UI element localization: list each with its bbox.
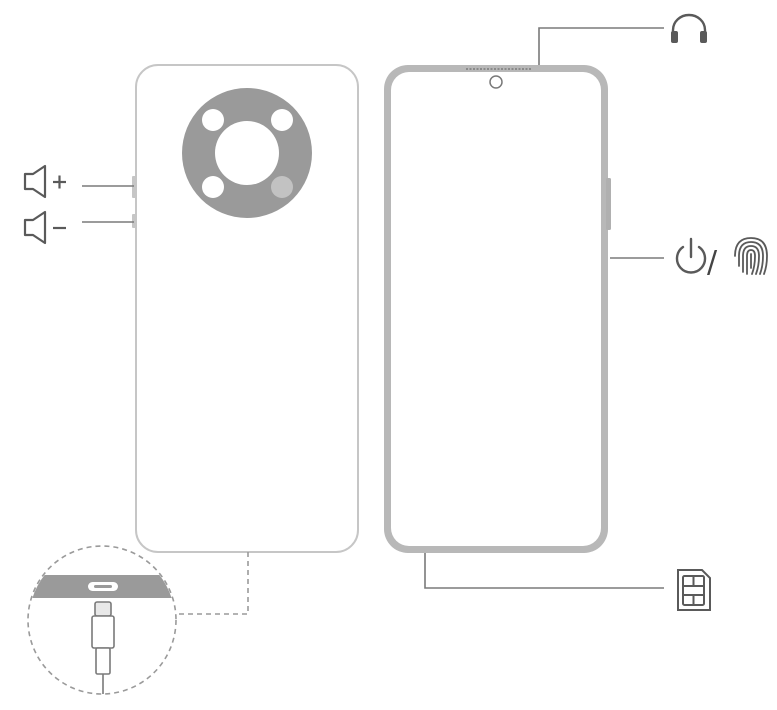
phone-front (384, 65, 611, 553)
callout-lines (82, 27, 664, 615)
power-key (606, 178, 611, 230)
speaker-minus-icon (23, 210, 66, 245)
volume-up-key (132, 176, 136, 198)
headphones-icon (671, 13, 707, 43)
sim-card-icon (677, 569, 711, 611)
headset-jack-line (538, 27, 664, 65)
volume-down-key (132, 214, 136, 228)
lens-bottom-left (202, 176, 224, 198)
usb-c-detail (27, 545, 177, 695)
fingerprint-icon (734, 237, 768, 275)
lens-top-left (202, 109, 224, 131)
camera-module (182, 88, 312, 218)
front-camera (489, 75, 503, 89)
main-lens (215, 121, 279, 185)
flash (271, 176, 293, 198)
separator-slash: / (707, 245, 718, 280)
usb-c-cable-icon (91, 601, 115, 694)
lens-top-right (271, 109, 293, 131)
power-icon (675, 237, 707, 274)
usb-port-line (174, 552, 249, 615)
speaker-plus-icon (23, 164, 66, 199)
sim-tray-line (424, 553, 664, 589)
